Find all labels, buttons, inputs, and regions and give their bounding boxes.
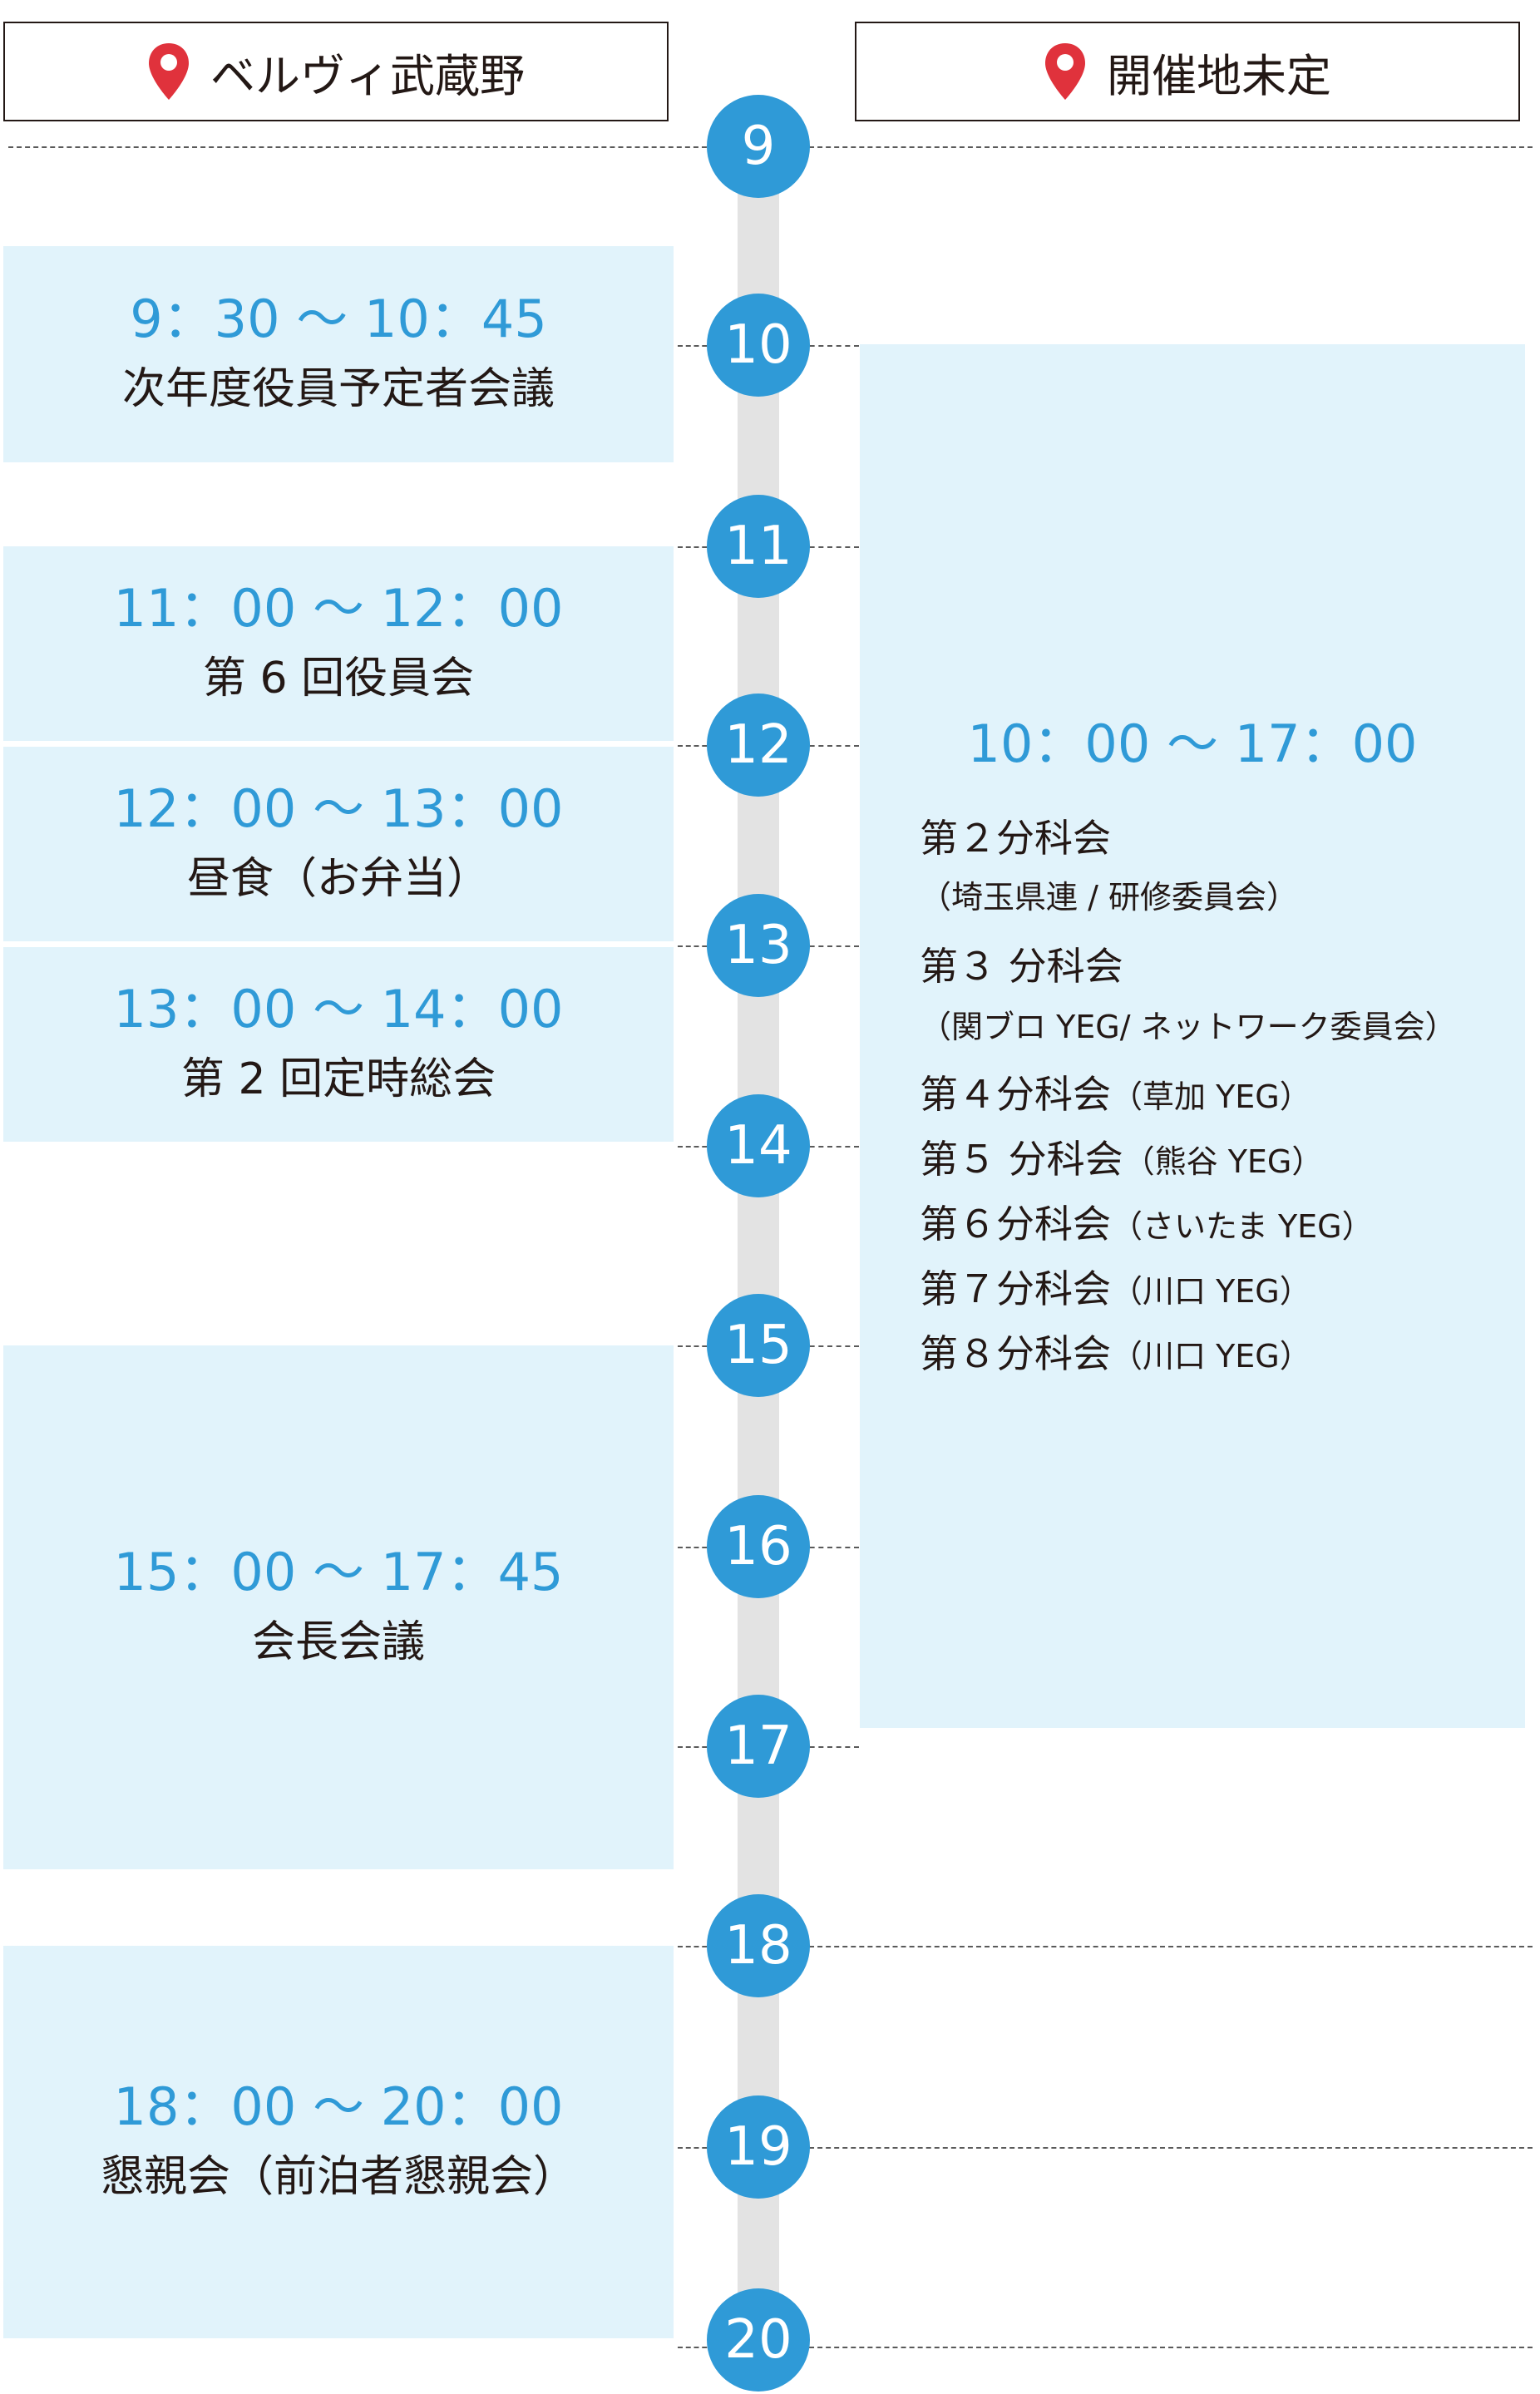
- session-main: 第５ 分科会: [920, 1137, 1123, 1182]
- session-sub: （川口 YEG）: [1111, 1338, 1311, 1375]
- hour-gridline-left: [678, 945, 715, 947]
- hour-gridline-right: [801, 745, 859, 747]
- hour-marker: 9: [707, 95, 810, 198]
- session-main: 第３ 分科会: [920, 944, 1123, 989]
- event-time: 10：00 〜 17：00: [967, 713, 1418, 774]
- event-time: 15：00 〜 17：45: [113, 1542, 564, 1603]
- map-pin-icon: [1045, 43, 1085, 100]
- event-block: 12：00 〜 13：00 昼食（お弁当）: [3, 747, 674, 941]
- event-time: 18：00 〜 20：00: [113, 2076, 564, 2138]
- session-line: （関ブロ YEG/ ネットワーク委員会）: [920, 1001, 1457, 1047]
- event-block-right: 10：00 〜 17：00 第２分科会 （埼玉県連 / 研修委員会） 第３ 分科…: [860, 344, 1525, 1728]
- session-sub: （さいたま YEG）: [1111, 1208, 1374, 1245]
- session-main: 第２分科会: [920, 816, 1111, 861]
- timeline-axis: [738, 146, 779, 2325]
- venue-header-right: 開催地未定: [855, 22, 1520, 121]
- hour-gridline-left: [678, 2147, 715, 2149]
- event-title: 次年度役員予定者会議: [121, 363, 555, 414]
- session-sub: （草加 YEG）: [1111, 1079, 1311, 1115]
- session-main: 第７分科会: [920, 1266, 1111, 1311]
- session-line: 第７分科会（川口 YEG）: [920, 1259, 1311, 1314]
- event-time: 12：00 〜 13：00: [113, 778, 564, 840]
- session-line: 第５ 分科会（熊谷 YEG）: [920, 1129, 1323, 1184]
- hour-gridline-left: [678, 1946, 715, 1947]
- hour-gridline-left: [678, 1345, 715, 1347]
- hour-gridline-left: [678, 1547, 715, 1548]
- hour-marker: 19: [707, 2095, 810, 2199]
- event-title: 第 2 回定時総会: [180, 1054, 496, 1104]
- event-time: 9：30 〜 10：45: [130, 289, 547, 350]
- hour-gridline-left: [678, 1146, 715, 1148]
- hour-marker: 15: [707, 1294, 810, 1397]
- hour-gridline-right: [801, 546, 859, 548]
- session-line: 第８分科会（川口 YEG）: [920, 1324, 1311, 1379]
- event-time: 13：00 〜 14：00: [113, 979, 564, 1040]
- hour-marker: 14: [707, 1094, 810, 1197]
- hour-marker: 11: [707, 495, 810, 598]
- hour-gridline-right: [801, 345, 859, 347]
- session-main: 第４分科会: [920, 1072, 1111, 1117]
- hour-marker: 16: [707, 1495, 810, 1598]
- hour-marker: 13: [707, 894, 810, 997]
- hour-gridline-right: [801, 1146, 859, 1148]
- session-sub: （関ブロ YEG/ ネットワーク委員会）: [920, 1009, 1457, 1045]
- hour-gridline-right: [801, 2347, 1533, 2348]
- session-main: 第６分科会: [920, 1202, 1111, 1246]
- session-line: 第４分科会（草加 YEG）: [920, 1064, 1311, 1119]
- event-block: 13：00 〜 14：00 第 2 回定時総会: [3, 947, 674, 1142]
- hour-gridline-left: [678, 2347, 715, 2348]
- hour-gridline-right: [801, 2147, 1533, 2149]
- map-pin-icon: [149, 43, 189, 100]
- session-sub: （川口 YEG）: [1111, 1273, 1311, 1310]
- hour-gridline-left: [678, 1746, 715, 1748]
- venue-header-left: ベルヴィ武蔵野: [3, 22, 669, 121]
- event-title: 昼食（お弁当）: [186, 853, 490, 904]
- hour-gridline-right: [801, 945, 859, 947]
- hour-gridline-right: [801, 1345, 859, 1347]
- hour-gridline-left: [678, 745, 715, 747]
- event-title: 会長会議: [251, 1617, 425, 1667]
- hour-marker: 12: [707, 694, 810, 797]
- session-sub: （埼玉県連 / 研修委員会）: [920, 879, 1298, 916]
- event-time: 11：00 〜 12：00: [113, 578, 564, 639]
- session-sub: （熊谷 YEG）: [1123, 1143, 1324, 1180]
- session-line: 第６分科会（さいたま YEG）: [920, 1194, 1374, 1249]
- hour-marker: 17: [707, 1695, 810, 1798]
- hour-marker: 18: [707, 1894, 810, 1997]
- session-main: 第８分科会: [920, 1331, 1111, 1376]
- event-title: 第 6 回役員会: [202, 653, 475, 703]
- hour-gridline-left: [678, 546, 715, 548]
- hour-marker: 20: [707, 2288, 810, 2392]
- hour-gridline-left: [678, 345, 715, 347]
- event-block: 18：00 〜 20：00 懇親会（前泊者懇親会）: [3, 1946, 674, 2338]
- hour-gridline-right: [801, 1547, 859, 1548]
- hour-gridline-right: [801, 146, 1533, 148]
- event-block: 15：00 〜 17：45 会長会議: [3, 1345, 674, 1869]
- venue-name-left: ベルヴィ武蔵野: [210, 49, 525, 102]
- session-line: 第３ 分科会: [920, 936, 1123, 991]
- hour-gridline-right: [801, 1746, 859, 1748]
- event-title: 懇親会（前泊者懇親会）: [100, 2151, 576, 2202]
- session-line: 第２分科会: [920, 808, 1111, 863]
- venue-name-right: 開催地未定: [1107, 49, 1331, 102]
- event-block: 11：00 〜 12：00 第 6 回役員会: [3, 546, 674, 741]
- hour-marker: 10: [707, 294, 810, 397]
- event-block: 9：30 〜 10：45 次年度役員予定者会議: [3, 246, 674, 462]
- session-line: （埼玉県連 / 研修委員会）: [920, 871, 1298, 917]
- hour-gridline-right: [801, 1946, 1533, 1947]
- hour-gridline-left: [8, 146, 715, 148]
